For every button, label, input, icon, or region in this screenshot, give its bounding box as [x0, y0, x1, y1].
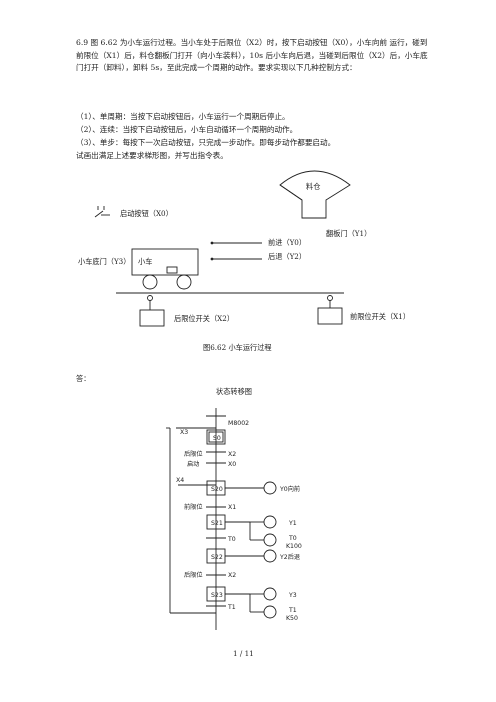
coil-t0 [263, 533, 277, 547]
front-limit-label: 前限位开关（X1） [350, 312, 411, 321]
sfc-rear-limit-word-2: 后限位 [184, 571, 203, 579]
diagram-title: 状态转移图 [216, 387, 252, 396]
sfc-y1: Y1 [288, 520, 297, 527]
car-wheel [176, 274, 192, 290]
sfc-x0: X0 [228, 461, 236, 468]
sfc-start-word: 启动 [187, 460, 199, 468]
coil-y1 [263, 515, 277, 529]
bin-label: 料仓 [306, 182, 321, 191]
front-limit-switch [317, 307, 343, 325]
sfc-t0: T0 [227, 536, 236, 543]
sfc-k50: K50 [286, 615, 298, 622]
car-label: 小车 [138, 257, 153, 266]
sfc-m8002: M8002 [228, 420, 249, 427]
figure-caption: 图6.62 小车运行过程 [203, 343, 272, 352]
sfc-s22: S22 [211, 554, 223, 561]
sfc-rear-limit-word: 后限位 [184, 450, 203, 458]
flap-label: 翻板门（Y1） [326, 229, 372, 238]
sfc-s21: S21 [211, 520, 223, 527]
sfc-front-limit-word: 前限位 [184, 503, 203, 511]
problem-question: 试画出满足上述要求梯形图，并写出指令表。 [76, 151, 228, 160]
sfc-t0-coil: T0 [288, 535, 297, 542]
start-button-symbol [94, 210, 104, 218]
rear-limit-label: 后限位开关（X2） [174, 314, 235, 323]
sfc-y3: Y3 [288, 592, 297, 599]
car-wheel [142, 274, 158, 290]
sfc-x2b: X2 [228, 572, 236, 579]
coil-t1 [263, 605, 277, 619]
sfc-x1: X1 [228, 504, 236, 511]
coil-y0 [263, 481, 277, 495]
sfc-t1: T1 [227, 604, 236, 611]
coil-y2 [263, 549, 277, 563]
problem-item-1: （1）、单周期：当按下启动按钮后，小车运行一个周期后停止。 [76, 112, 290, 121]
forward-label: 前进（Y0） [268, 238, 307, 247]
car-door-label: 小车底门（Y3） [78, 257, 131, 266]
sfc-s23: S23 [211, 592, 223, 599]
sfc-y2-out: Y2后退 [279, 553, 300, 561]
rear-limit-switch [139, 309, 165, 327]
sfc-t1-coil: T1 [288, 607, 297, 614]
answer-label: 答： [76, 374, 91, 383]
start-button-label: 启动按钮（X0） [120, 209, 173, 218]
sfc-s0: S0 [213, 435, 221, 442]
coil-y3 [263, 587, 277, 601]
sfc-x4: X4 [176, 477, 184, 484]
bin-outline [279, 170, 351, 219]
sfc-s20: S20 [211, 486, 223, 493]
problem-item-2: （2）、连续：当按下启动按钮后，小车自动循环一个周期的动作。 [76, 125, 298, 134]
problem-intro: 6.9 图 6.62 为小车运行过程。当小车处于后限位（X2）时，按下启动按钮（… [76, 38, 428, 73]
sfc-k100: K100 [286, 543, 302, 550]
backward-label: 后退（Y2） [268, 252, 307, 261]
car-body [131, 248, 199, 276]
sfc-x3: X3 [180, 429, 188, 436]
step-s0 [206, 429, 226, 445]
sfc-y0-out: Y0向前 [279, 485, 300, 493]
problem-item-3: （3）、单步：每按下一次启动按钮，只完成一步动作。即每步动作都要启动。 [76, 138, 336, 147]
page-number: 1 / 11 [233, 649, 254, 658]
sfc-x2a: X2 [228, 451, 236, 458]
